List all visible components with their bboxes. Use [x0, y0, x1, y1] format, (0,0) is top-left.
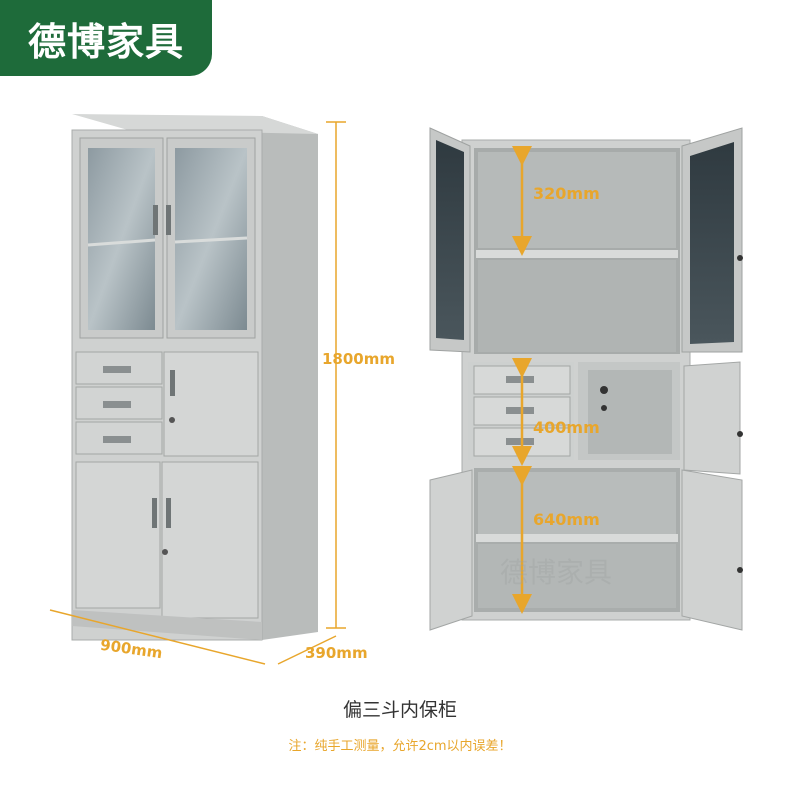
depth-label: 390mm: [305, 644, 368, 662]
product-title: 偏三斗内保柜: [342, 699, 457, 721]
bottom-label: 640mm: [533, 510, 600, 529]
watermark: 德博家具: [500, 556, 612, 589]
brand-logo: 德博家具: [0, 0, 212, 76]
dimension-lines: [49, 121, 346, 665]
measurement-note: 注：纯手工测量，允许2cm以内误差！: [288, 739, 512, 754]
open-cabinet: [429, 127, 743, 631]
brand-name: 德博家具: [27, 19, 184, 64]
closed-cabinet: [71, 114, 318, 641]
top-shelf-label: 320mm: [533, 184, 600, 203]
middle-label: 400mm: [533, 418, 600, 437]
height-label: 1800mm: [322, 350, 396, 368]
